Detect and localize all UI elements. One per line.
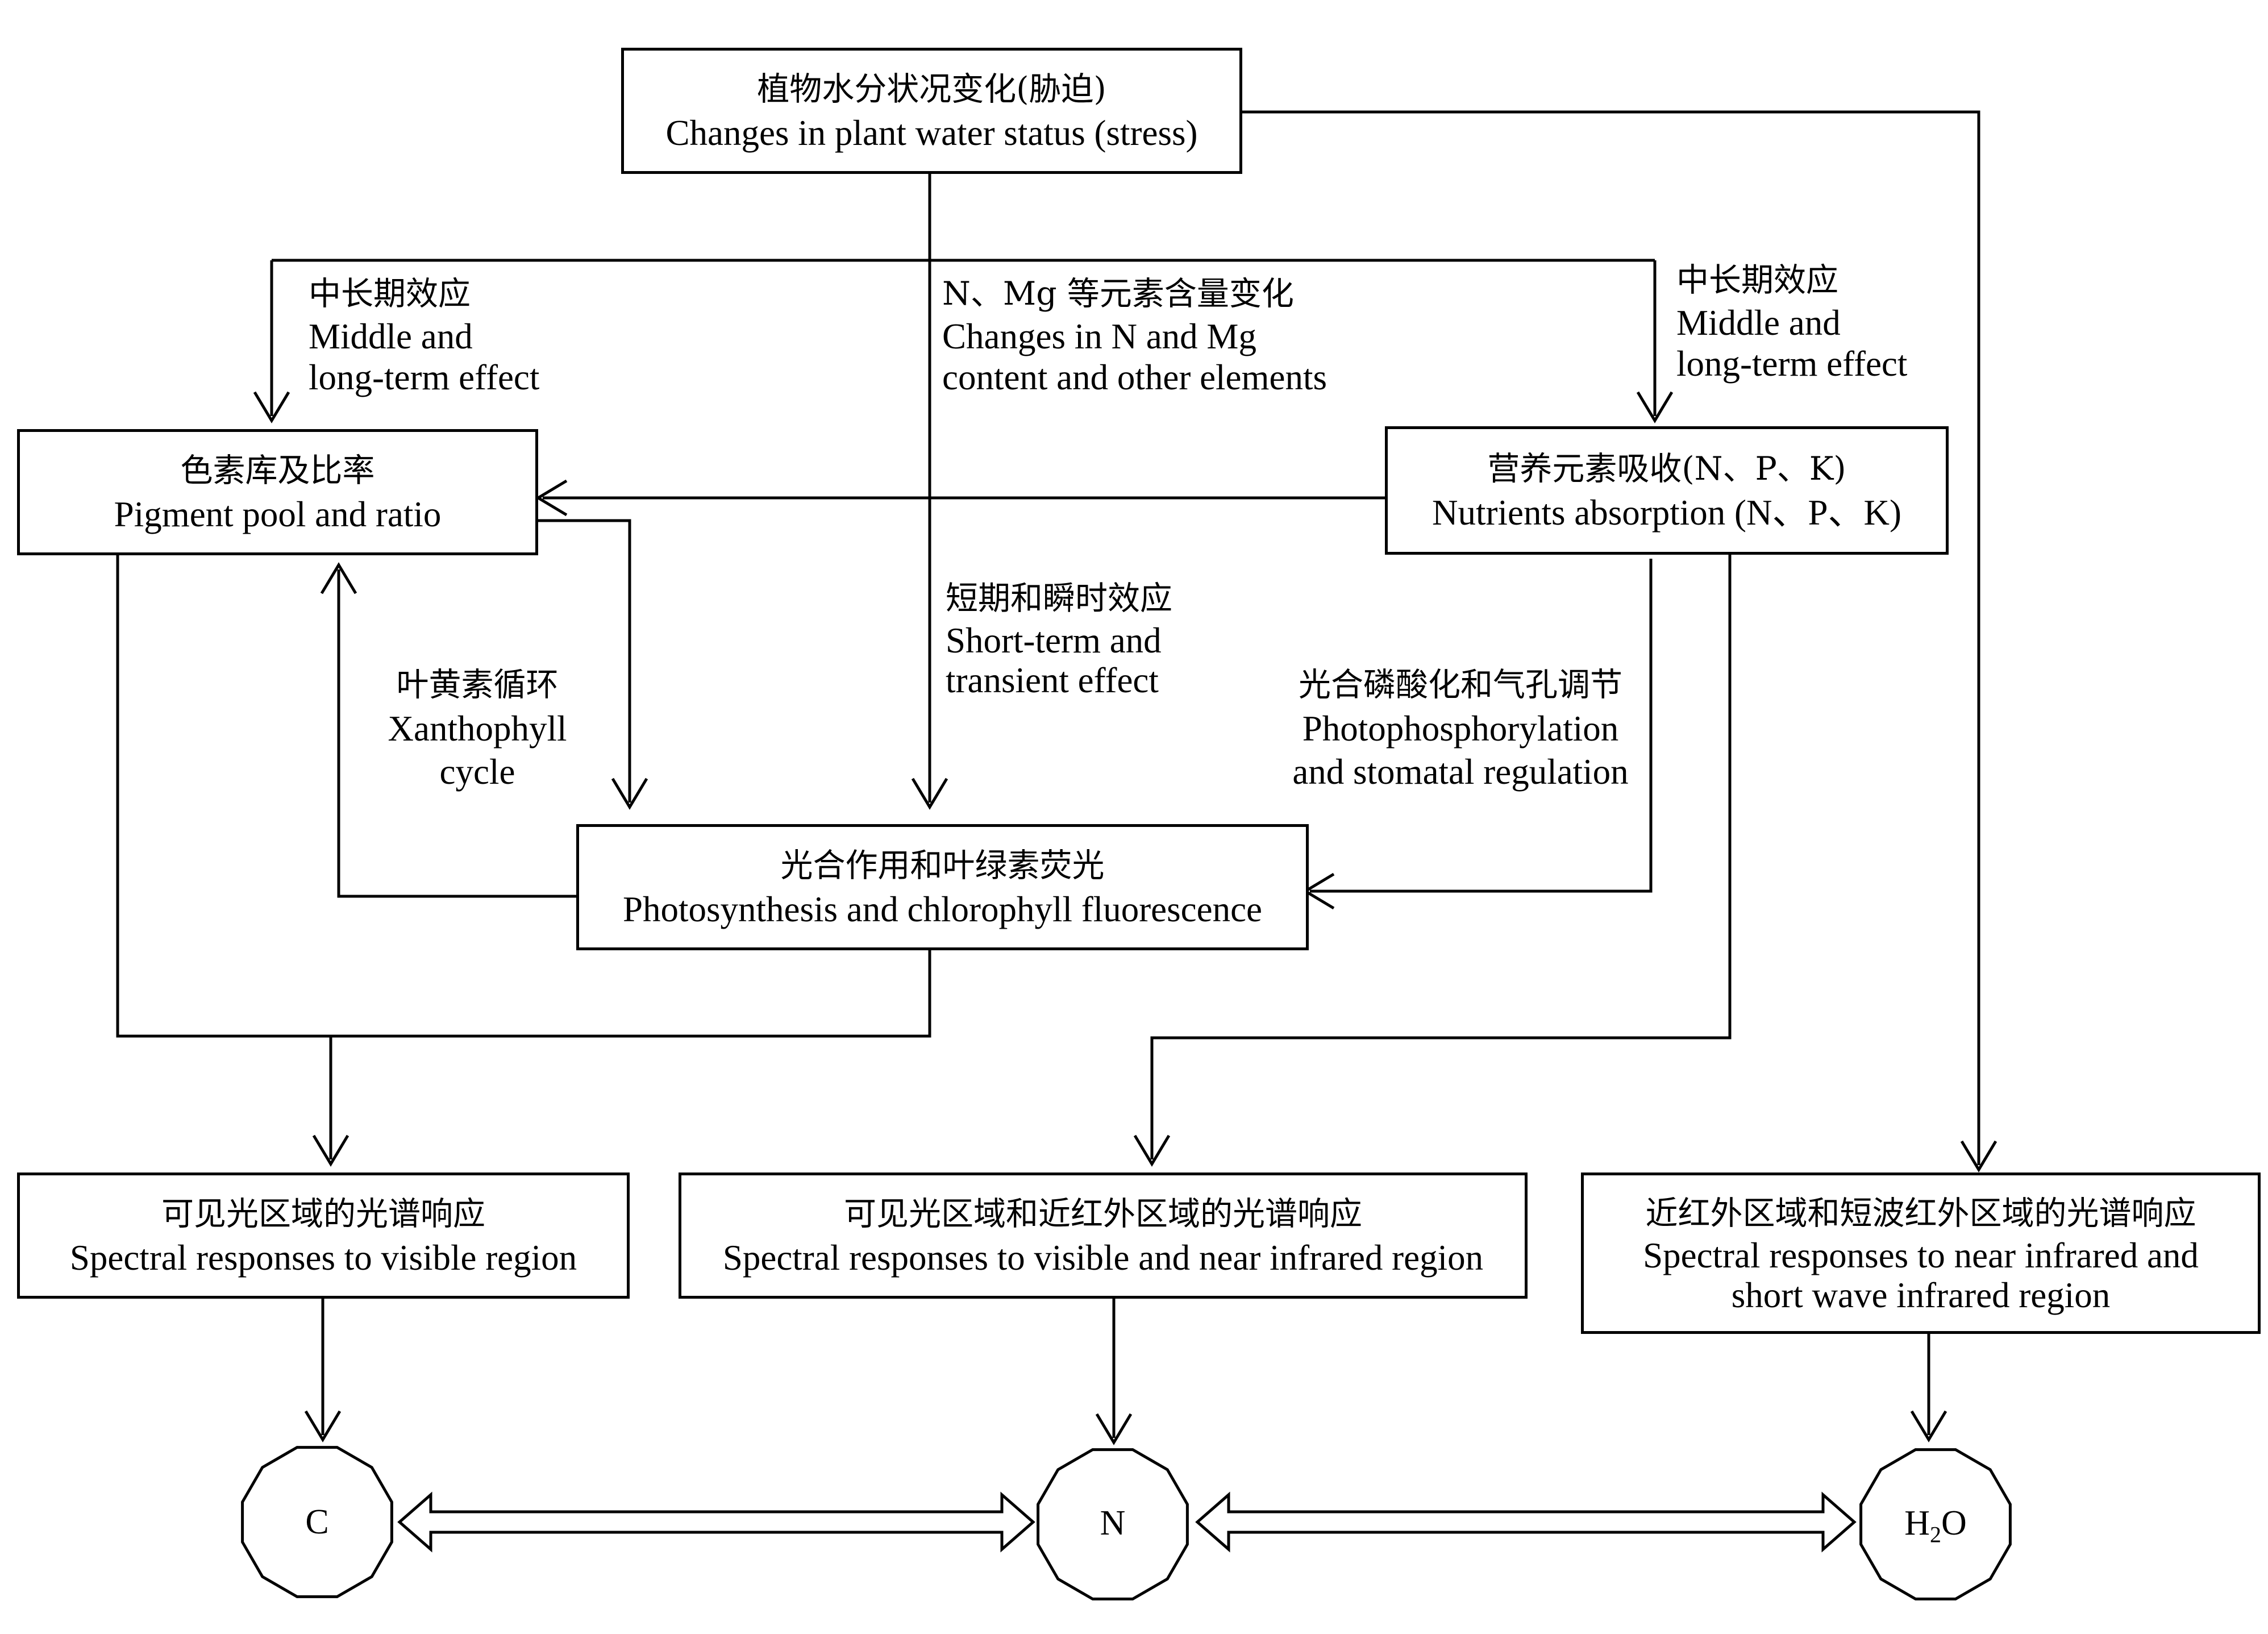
node-n-shape [1037,1448,1189,1600]
arrowhead-visible-top [312,1134,349,1167]
line-photo-to-pigment [337,569,576,898]
label-short-term: 短期和瞬时效应 Short-term and transient effect [946,576,1172,700]
box-visible-zh: 可见光区域的光谱响应 [161,1195,485,1233]
arrowhead-pigment-top [253,391,290,423]
box-nir-swir: 近红外区域和短波红外区域的光谱响应 Spectral responses to … [1581,1173,2261,1334]
label-mid-term-left: 中长期效应 Middle and long-term effect [309,272,539,398]
arrowhead-h2o-top [1910,1410,1947,1442]
node-c-text: C [305,1503,329,1541]
arrowhead-pigment-right [535,479,568,517]
box-photosynthesis-en: Photosynthesis and chlorophyll fluoresce… [622,889,1263,929]
box-nutrients: 营养元素吸收(N、P、K) Nutrients absorption (N、P、… [1385,426,1949,555]
box-photosynthesis-zh: 光合作用和叶绿素荧光 [780,847,1105,884]
label-element-changes: N、Mg 等元素含量变化 Changes in N and Mg content… [942,272,1327,398]
connector-lines [116,110,1997,1445]
box-visible: 可见光区域的光谱响应 Spectral responses to visible… [17,1173,630,1299]
arrowhead-visnir-top [1133,1134,1171,1167]
line-nutrients-to-photo [1310,559,1653,893]
box-nir-swir-zh: 近红外区域和短波红外区域的光谱响应 [1645,1195,2196,1232]
arrowhead-n-top [1095,1413,1133,1445]
arrowhead-nirswir-top [1960,1140,1997,1173]
box-pigment: 色素库及比率 Pigment pool and ratio [17,429,538,555]
box-pigment-en: Pigment pool and ratio [114,494,442,534]
box-stress-en: Changes in plant water status (stress) [665,113,1198,153]
label-photophosphorylation-en1: Photophosphorylation [1302,709,1619,749]
node-n-label: N [1056,1503,1170,1543]
node-h2o-shape [1859,1448,2012,1600]
node-h2o-text-tail: O [1941,1504,1967,1542]
label-mid-term-left-en2: long-term effect [309,357,540,397]
label-mid-term-right: 中长期效应 Middle and long-term effect [1676,258,1907,384]
label-short-term-en1: Short-term and [946,621,1162,660]
line-pigment-to-photo [536,519,631,803]
label-element-changes-zh: N、Mg 等元素含量变化 [942,275,1294,313]
box-photosynthesis: 光合作用和叶绿素荧光 Photosynthesis and chlorophyl… [576,824,1309,950]
nodes-shapes [241,1446,2012,1600]
node-c-shape [241,1446,393,1598]
label-short-term-zh: 短期和瞬时效应 [946,580,1172,617]
label-photophosphorylation-zh: 光合磷酸化和气孔调节 [1299,666,1622,704]
label-mid-term-left-zh: 中长期效应 [309,275,471,313]
label-xanthophyll-zh: 叶黄素循环 [396,666,559,704]
label-mid-term-right-en2: long-term effect [1676,344,1908,384]
label-mid-term-right-en1: Middle and [1676,303,1841,343]
line-nutrients-down [1150,552,1732,1159]
box-visible-nir-en: Spectral responses to visible and near i… [722,1238,1484,1278]
label-short-term-en2: transient effect [946,660,1159,700]
label-xanthophyll: 叶黄素循环 Xanthophyll cycle [369,663,585,793]
label-photophosphorylation: 光合磷酸化和气孔调节 Photophosphorylation and stom… [1273,663,1648,793]
box-visible-nir: 可见光区域和近红外区域的光谱响应 Spectral responses to v… [679,1173,1528,1299]
node-h2o-label: H2O [1879,1503,1992,1554]
line-pigment-down [116,552,931,1038]
label-mid-term-left-en1: Middle and [309,317,473,356]
arrowhead-pigment-bottom [320,562,357,594]
box-stress-zh: 植物水分状况变化(胁迫) [757,70,1106,108]
node-h2o-text-main: H [1904,1504,1930,1542]
box-stress: 植物水分状况变化(胁迫) Changes in plant water stat… [621,48,1242,174]
label-mid-term-right-zh: 中长期效应 [1676,261,1838,299]
label-photophosphorylation-en2: and stomatal regulation [1292,752,1629,792]
box-nir-swir-en2: short wave infrared region [1731,1275,2111,1315]
box-pigment-zh: 色素库及比率 [180,452,375,489]
arrowhead-photo-left [611,777,648,810]
node-n-text: N [1100,1504,1126,1542]
label-xanthophyll-en1: Xanthophyll [388,709,567,749]
label-element-changes-en2: content and other elements [942,357,1327,397]
box-nutrients-en: Nutrients absorption (N、P、K) [1432,493,1901,533]
box-visible-nir-zh: 可见光区域和近红外区域的光谱响应 [844,1195,1362,1233]
node-h2o-text-sub: 2 [1930,1521,1941,1548]
double-arrows [397,1491,1857,1553]
double-arrow-c-n [397,1491,1035,1553]
arrowhead-nutrients-top [1636,391,1674,423]
double-arrow-n-h2o [1195,1491,1857,1553]
line-stress-to-nirswir [1242,110,1980,1165]
node-c-label: C [260,1502,374,1542]
label-element-changes-en1: Changes in N and Mg [942,317,1256,356]
arrowhead-c-top [304,1410,342,1442]
arrowhead-photo-top [911,777,948,810]
box-visible-en: Spectral responses to visible region [69,1238,577,1278]
box-nutrients-zh: 营养元素吸收(N、P、K) [1487,450,1846,488]
box-nir-swir-en1: Spectral responses to near infrared and [1643,1236,2199,1275]
label-xanthophyll-en2: cycle [439,752,515,792]
